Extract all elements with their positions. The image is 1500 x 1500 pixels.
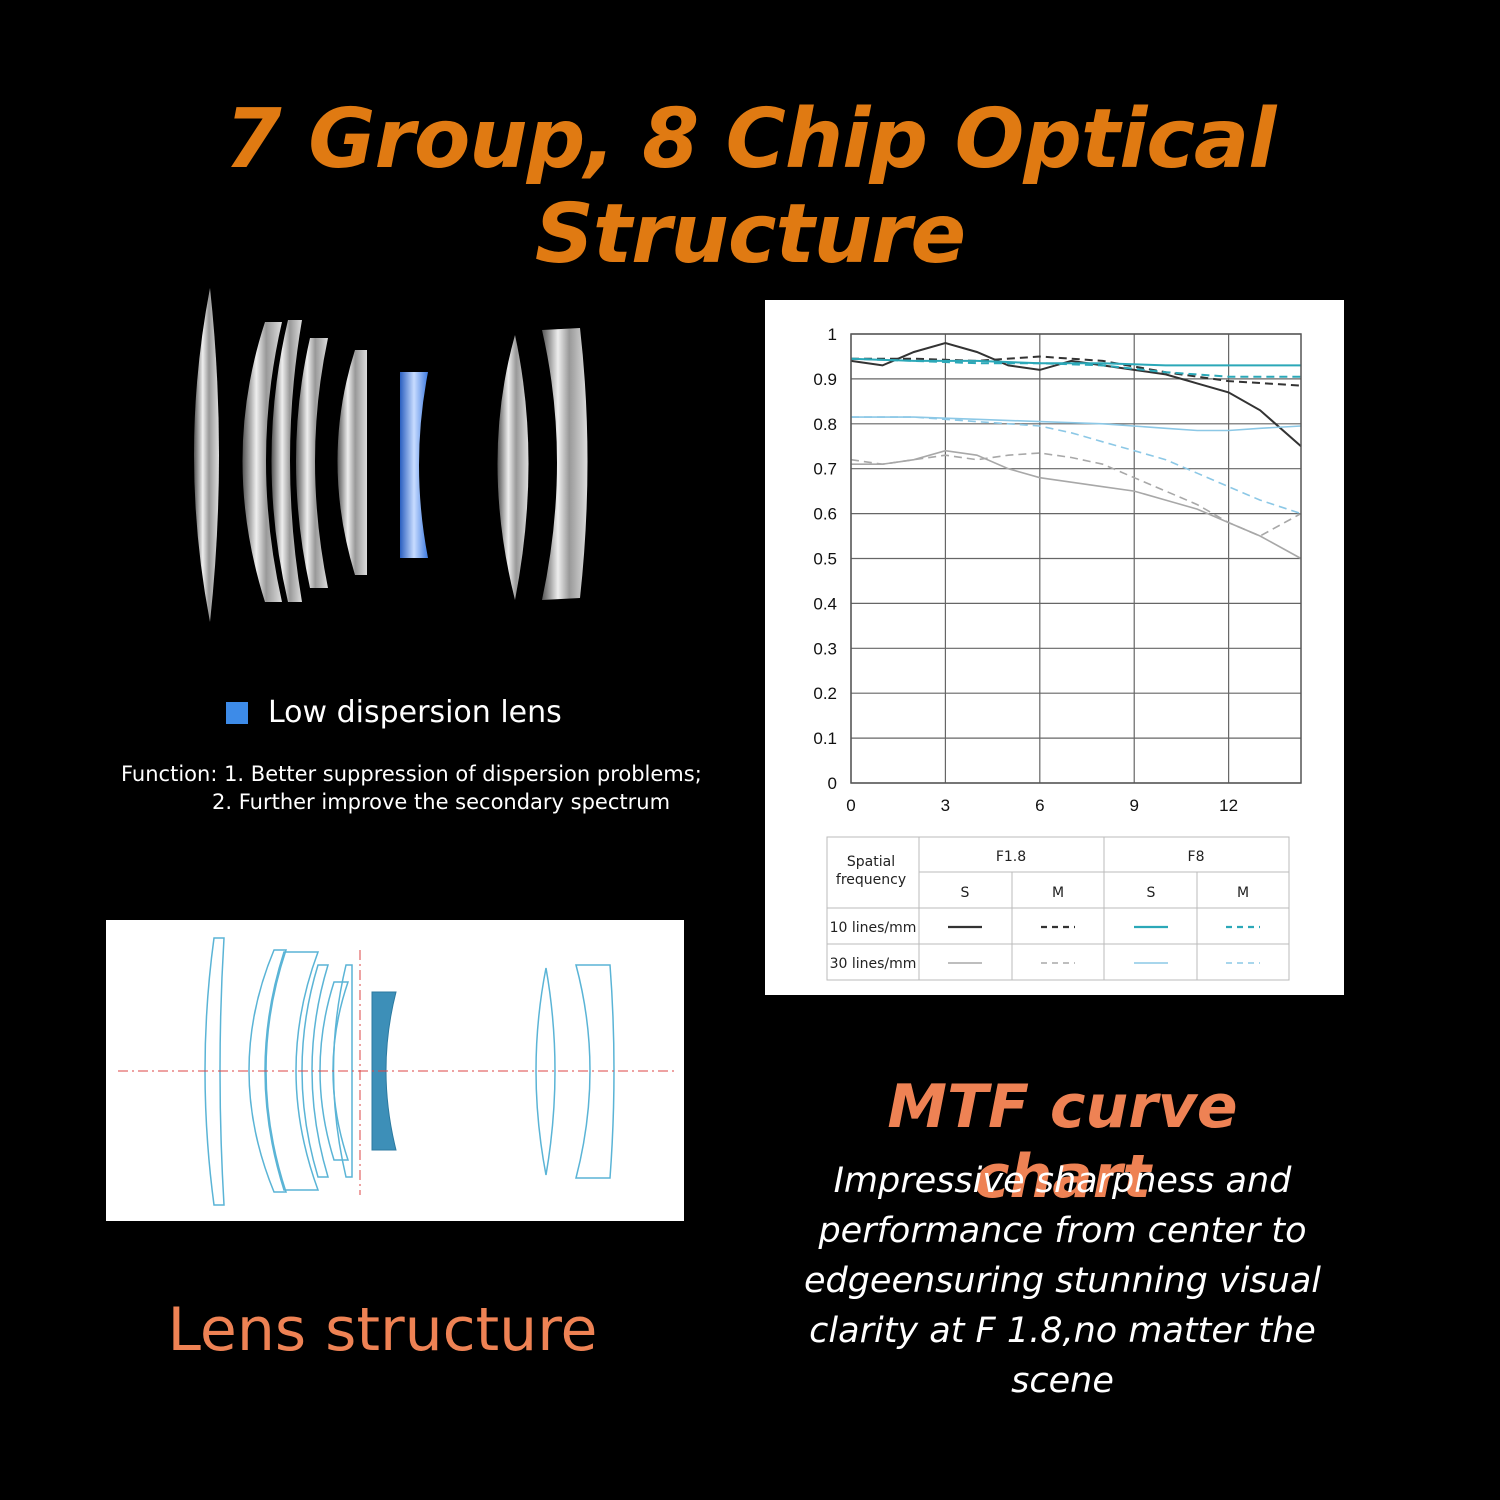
mtf-title: MTF curve chart [887, 1072, 1238, 1212]
lens-element-5 [337, 350, 367, 575]
chart-series [850, 341, 1302, 560]
main-title: 7 Group, 8 Chip Optical Structure [224, 92, 1277, 282]
table-sub-m-2: M [1237, 885, 1249, 901]
y-tick-label-9: 0.9 [813, 370, 837, 389]
y-axis-ticks: 0 0.1 0.2 0.3 0.4 0.5 0.6 0.7 0.8 0.9 1 [813, 325, 837, 793]
lens-structure-diagram [106, 920, 684, 1221]
y-tick-label-3: 0.3 [813, 639, 837, 658]
lens-element-4 [296, 338, 328, 588]
diagram-element-4 [301, 964, 330, 1178]
mtf-description: Impressive sharpness and performance fro… [803, 1161, 1322, 1401]
x-tick-label-0: 0 [846, 796, 855, 815]
table-row-10lines: 10 lines/mm [830, 920, 917, 936]
table-group-f8: F8 [1188, 849, 1205, 865]
series-line-6 [851, 416, 1302, 432]
y-tick-label-8: 0.8 [813, 415, 837, 434]
diagram-element-2 [248, 949, 288, 1193]
y-tick-label-2: 0.2 [813, 684, 837, 703]
lens-cross-section [118, 937, 676, 1206]
diagram-element-5 [319, 981, 350, 1161]
y-tick-label-0: 0 [828, 774, 837, 793]
series-line-3 [850, 357, 1301, 378]
series-line-2 [850, 357, 1301, 367]
diagram-element-9 [575, 964, 615, 1179]
table-sub-s-1: S [961, 885, 970, 901]
y-tick-label-1: 0.1 [813, 729, 837, 748]
x-axis-ticks: 0 3 6 9 12 [846, 796, 1238, 815]
lens-structure-title: Lens structure [167, 1295, 598, 1365]
table-group-f18: F1.8 [996, 849, 1026, 865]
lens-element-3 [271, 320, 302, 602]
legend-swatch [226, 701, 248, 724]
series-line-7 [851, 416, 1302, 515]
y-tick-label-4: 0.4 [813, 594, 837, 613]
exploded-lens-illustration [194, 288, 588, 622]
legend-label: Low dispersion lens [268, 695, 562, 730]
table-col-header-2: frequency [836, 872, 906, 888]
table-sub-m-1: M [1052, 885, 1064, 901]
plot-border [850, 333, 1302, 784]
x-tick-label-4: 12 [1219, 796, 1238, 815]
lens-element-6 [497, 335, 529, 600]
diagram-element-3 [264, 951, 320, 1191]
x-tick-label-3: 9 [1129, 796, 1138, 815]
y-tick-label-10: 1 [828, 325, 837, 344]
lens-element-1 [194, 288, 219, 622]
series-line-0 [850, 341, 1302, 448]
diagram-element-1 [204, 937, 225, 1206]
legend: Low dispersion lens [226, 695, 562, 730]
table-col-header-1: Spatial [847, 854, 895, 870]
x-tick-label-2: 6 [1035, 796, 1044, 815]
series-line-5 [850, 452, 1302, 537]
y-tick-label-7: 0.7 [813, 460, 837, 479]
y-tick-label-5: 0.5 [813, 550, 837, 569]
lens-element-2 [242, 322, 282, 602]
x-tick-label-1: 3 [941, 796, 950, 815]
table-line-samples [948, 925, 1260, 964]
diagram-element-6 [332, 964, 353, 1178]
series-line-4 [851, 449, 1302, 560]
series-line-1 [851, 355, 1302, 387]
chart-grid [850, 333, 1301, 784]
function-note-line1: Function: 1. Better suppression of dispe… [121, 762, 702, 786]
mtf-chart: 0 0.1 0.2 0.3 0.4 0.5 0.6 0.7 0.8 0.9 1 0 3 6 9 12 Spa… [813, 325, 1302, 981]
mtf-chart-panel: 0 0.1 0.2 0.3 0.4 0.5 0.6 0.7 0.8 0.9 1 0 3 6 9 12 Spa… [765, 300, 1344, 995]
function-note-line2: 2. Further improve the secondary spectru… [212, 790, 671, 814]
table-row-30lines: 30 lines/mm [830, 956, 917, 972]
table-sub-s-2: S [1147, 885, 1156, 901]
diagram-element-8 [535, 967, 556, 1176]
y-tick-label-6: 0.6 [813, 505, 837, 524]
lens-element-low-dispersion [400, 372, 428, 558]
lens-element-7 [542, 328, 588, 600]
mtf-legend-table [826, 836, 1290, 981]
